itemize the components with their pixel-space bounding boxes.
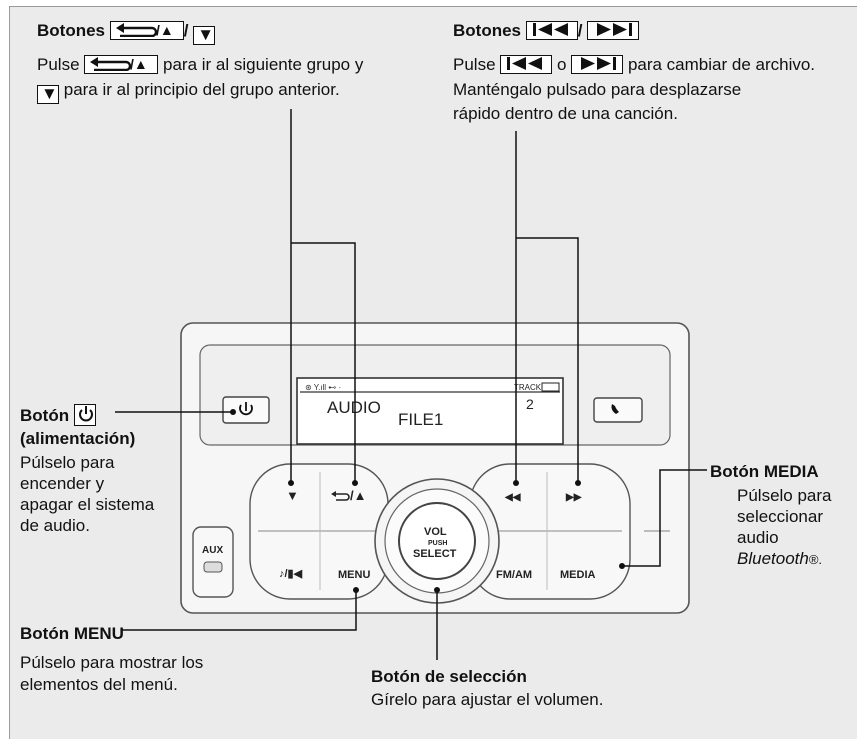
power-desc-2: apagar el sistema	[20, 495, 155, 514]
power-desc-0: Púlselo para	[20, 453, 115, 472]
prev-key-glyph-inline	[500, 55, 553, 74]
back-up-key-glyph: /▲	[109, 21, 184, 40]
diagram-panel	[9, 6, 857, 739]
next-key-glyph-inline	[571, 55, 624, 74]
media-desc-2: audio	[737, 528, 779, 547]
media-registered-mark: ®.	[808, 552, 823, 567]
down-key-glyph: ▼	[193, 26, 216, 45]
skip-line1-pre: Pulse	[453, 55, 496, 74]
skip-line2: Manténgalo pulsado para desplazarse	[453, 80, 742, 99]
skip-callout-title: Botones /	[453, 20, 640, 42]
power-desc-1: encender y	[20, 474, 105, 493]
skip-line1: Pulse o para cambiar de archivo.	[453, 54, 815, 76]
skip-line1-or: o	[557, 55, 567, 74]
back-up-line1-pre: Pulse	[37, 55, 80, 74]
skip-title-text: Botones	[453, 21, 521, 40]
skip-line3: rápido dentro de una canción.	[453, 104, 678, 123]
next-key-glyph	[587, 21, 640, 40]
power-title-text: Botón	[20, 406, 70, 425]
slash-text-2: /	[577, 21, 583, 40]
menu-callout-title: Botón MENU	[20, 624, 124, 643]
svg-text:/▲: /▲	[130, 56, 148, 71]
media-bluetooth-line: Bluetooth®.	[737, 548, 822, 571]
back-up-key-glyph-inline: /▲	[84, 55, 159, 74]
back-up-line2: ▼ para ir al principio del grupo anterio…	[37, 79, 340, 104]
back-up-title-text: Botones	[37, 21, 105, 40]
media-desc-1: seleccionar	[737, 507, 823, 526]
menu-desc-0: Púlselo para mostrar los	[20, 653, 204, 672]
media-desc-0: Púlselo para	[737, 486, 832, 505]
media-callout-title: Botón MEDIA	[710, 462, 819, 481]
svg-text:/▲: /▲	[156, 22, 174, 37]
down-key-glyph-inline: ▼	[37, 85, 59, 104]
slash-text: /	[183, 21, 189, 40]
power-desc-3: de audio.	[20, 516, 90, 535]
menu-desc-1: elementos del menú.	[20, 675, 178, 694]
back-up-line2-text: para ir al principio del grupo anterior.	[63, 80, 340, 99]
power-key-glyph	[73, 404, 96, 426]
media-bluetooth-text: Bluetooth	[737, 549, 809, 568]
back-up-callout-title: Botones /▲ / ▼	[37, 20, 216, 45]
back-up-line1-post: para ir al siguiente grupo y	[163, 55, 364, 74]
select-callout-title: Botón de selección	[371, 667, 527, 686]
select-desc: Gírelo para ajustar el volumen.	[371, 690, 604, 709]
back-up-line1: Pulse /▲ para ir al siguiente grupo y	[37, 54, 363, 76]
skip-line1-post: para cambiar de archivo.	[627, 55, 816, 74]
power-title2: (alimentación)	[20, 429, 136, 448]
power-callout-title: Botón	[20, 404, 96, 427]
prev-key-glyph	[525, 21, 578, 40]
